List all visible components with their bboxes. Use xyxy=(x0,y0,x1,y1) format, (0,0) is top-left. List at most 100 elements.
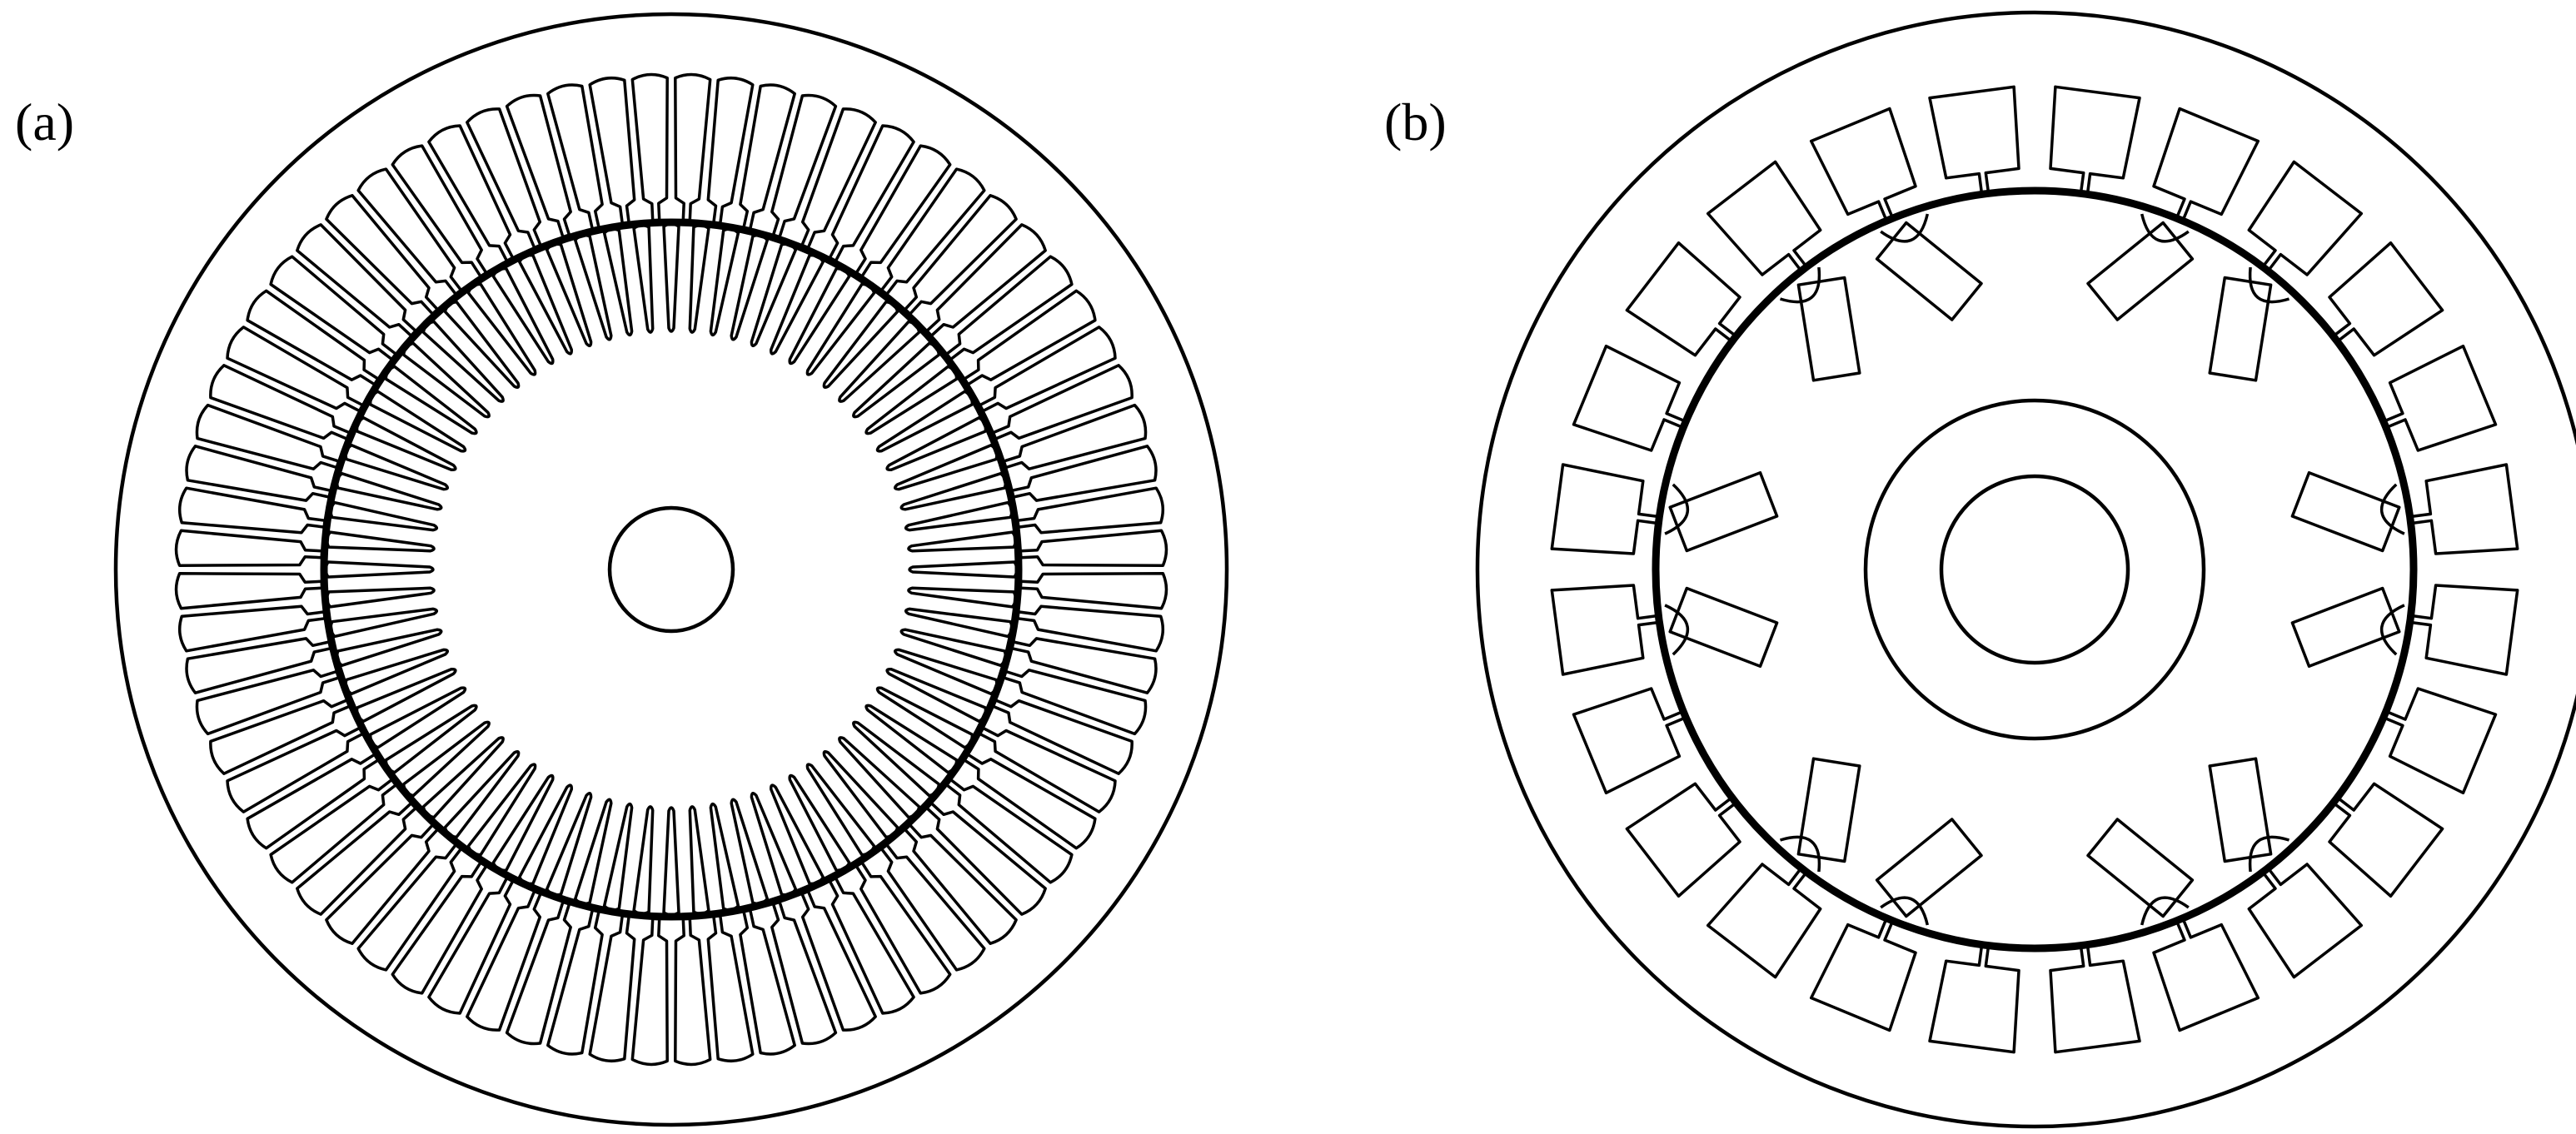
panel-b-air-gap-ring xyxy=(1652,187,2418,952)
stator-slot xyxy=(1706,863,1822,979)
panel-b-shaft-circle xyxy=(1939,474,2130,665)
stator-slot xyxy=(879,167,986,296)
rotor-bar xyxy=(335,471,443,511)
stator-slot xyxy=(855,144,952,278)
stator-slot xyxy=(1016,604,1165,653)
rotor-bar xyxy=(491,266,555,366)
stator-slot xyxy=(505,900,572,1046)
stator-slot xyxy=(177,604,326,653)
stator-slot xyxy=(2328,241,2444,357)
rotor-bar xyxy=(491,773,555,873)
rotor-bar xyxy=(632,223,655,334)
stator-slot xyxy=(991,699,1134,775)
stator-slot xyxy=(209,699,351,775)
flux-barrier xyxy=(1779,266,1821,304)
flux-barrier xyxy=(2248,266,2290,304)
rotor-bar xyxy=(864,704,959,774)
rotor-bar xyxy=(709,802,740,912)
stator-slot xyxy=(1572,687,1687,795)
stator-slot xyxy=(391,144,488,278)
stator-slot xyxy=(1625,241,1741,357)
stator-slot xyxy=(391,861,488,995)
stator-slot xyxy=(2049,943,2141,1054)
rotor-bar xyxy=(573,798,613,906)
rotor-bar xyxy=(852,341,941,419)
rotor-bar xyxy=(368,686,467,749)
flux-barrier xyxy=(1664,483,1689,535)
stator-slot xyxy=(427,124,515,263)
stator-slot xyxy=(2382,344,2498,452)
stator-slot xyxy=(674,917,712,1067)
stator-slot xyxy=(1019,572,1168,610)
stator-slot xyxy=(546,83,604,231)
rotor-bar xyxy=(325,530,436,553)
flux-barrier xyxy=(2140,896,2190,926)
rotor-bar xyxy=(908,560,1019,579)
stator-slot xyxy=(588,914,636,1063)
stator-slot xyxy=(325,823,439,945)
panel-b-label: (b) xyxy=(1384,92,1447,152)
rotor-bar xyxy=(324,560,435,579)
stator-slot xyxy=(828,124,915,263)
rotor-bar xyxy=(368,390,467,453)
stator-slot xyxy=(1706,160,1822,276)
rotor-bar xyxy=(517,253,573,356)
stator-slot xyxy=(945,255,1074,361)
panel-b-rotor-hub-circle xyxy=(1863,398,2206,741)
stator-slot xyxy=(1809,107,1917,222)
rotor-bar xyxy=(329,607,439,639)
flux-barrier xyxy=(1880,213,1930,243)
rotor-bar xyxy=(750,791,798,897)
magnet-pocket xyxy=(1668,470,1779,553)
rotor-bar xyxy=(907,586,1018,609)
rotor-bar xyxy=(662,222,680,333)
stator-slot xyxy=(800,889,877,1032)
stator-slot xyxy=(226,726,365,813)
rotor-bar xyxy=(885,415,988,471)
stator-slot xyxy=(246,289,380,386)
rotor-bar xyxy=(344,648,450,696)
stator-slot xyxy=(706,914,755,1063)
stator-slot xyxy=(674,72,712,222)
rotor-bar xyxy=(602,802,634,912)
stator-slot xyxy=(356,167,463,296)
rotor-bar xyxy=(545,791,593,897)
flux-barrier xyxy=(2140,213,2190,243)
panel-a-rotor-bars xyxy=(324,222,1019,917)
stator-slot xyxy=(828,876,915,1015)
stator-slot xyxy=(1928,943,2020,1054)
stator-slot xyxy=(1572,344,1687,452)
rotor-bar xyxy=(401,720,491,798)
flux-barrier xyxy=(1664,604,1689,656)
flux-barrier xyxy=(1779,835,1821,873)
magnet-pocket xyxy=(2290,470,2401,553)
magnet-pocket xyxy=(2208,757,2273,863)
stator-slot xyxy=(2152,107,2260,222)
rotor-bar xyxy=(443,750,521,839)
stator-slot xyxy=(195,403,341,470)
panel-a-shaft-circle xyxy=(607,505,735,634)
panel-a-induction-machine: (a) xyxy=(15,12,1229,1127)
stator-slot xyxy=(1625,782,1741,898)
rotor-bar xyxy=(662,806,680,917)
panel-b-magnet-pockets xyxy=(1664,213,2405,926)
rotor-bar xyxy=(517,783,573,886)
magnet-pocket xyxy=(1796,757,1861,863)
rotor-bar xyxy=(875,686,974,749)
rotor-bar xyxy=(602,227,634,337)
stator-slot xyxy=(325,194,439,316)
rotor-bar xyxy=(907,530,1018,553)
stator-slot xyxy=(630,917,669,1067)
rotor-bar xyxy=(335,628,443,668)
stator-slot xyxy=(1809,917,1917,1032)
rotor-bar xyxy=(325,586,436,609)
stator-slot xyxy=(466,107,542,250)
stator-slot xyxy=(1550,584,1662,676)
rotor-bar xyxy=(852,720,941,798)
stator-slot xyxy=(991,364,1134,440)
rotor-bar xyxy=(904,607,1014,639)
panel-b-ipm-machine: (b) xyxy=(1384,10,2576,1129)
flux-barrier xyxy=(2380,604,2405,656)
stator-slot xyxy=(770,900,838,1046)
rotor-bar xyxy=(384,704,478,774)
